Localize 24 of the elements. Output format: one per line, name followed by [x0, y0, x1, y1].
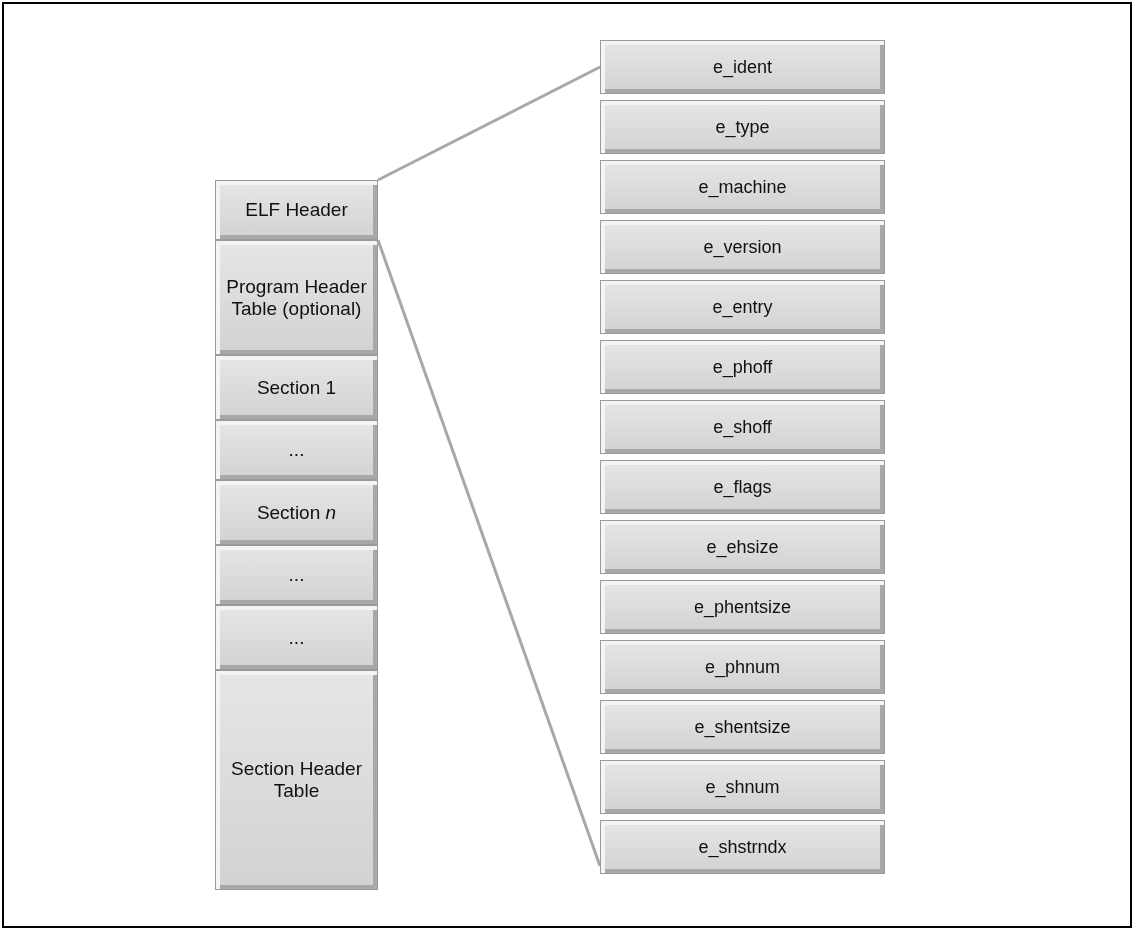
- file-section-block: Section n: [215, 480, 378, 545]
- file-section-block: ELF Header: [215, 180, 378, 240]
- header-field-block: e_phentsize: [600, 580, 885, 634]
- header-field-block: e_version: [600, 220, 885, 274]
- header-field-block: e_phoff: [600, 340, 885, 394]
- file-section-block: Section Header Table: [215, 670, 378, 890]
- header-field-block: e_ehsize: [600, 520, 885, 574]
- header-field-block: e_shstrndx: [600, 820, 885, 874]
- file-section-block: ...: [215, 420, 378, 480]
- header-field-block: e_flags: [600, 460, 885, 514]
- header-field-block: e_machine: [600, 160, 885, 214]
- header-field-block: e_shentsize: [600, 700, 885, 754]
- header-field-block: e_ident: [600, 40, 885, 94]
- header-field-block: e_phnum: [600, 640, 885, 694]
- file-section-block: ...: [215, 605, 378, 670]
- header-field-block: e_shnum: [600, 760, 885, 814]
- header-field-block: e_entry: [600, 280, 885, 334]
- connector-line: [377, 65, 601, 182]
- connector-line: [376, 239, 602, 867]
- header-field-block: e_type: [600, 100, 885, 154]
- file-section-block: Program Header Table (optional): [215, 240, 378, 355]
- header-field-block: e_shoff: [600, 400, 885, 454]
- file-section-block: ...: [215, 545, 378, 605]
- file-section-block: Section 1: [215, 355, 378, 420]
